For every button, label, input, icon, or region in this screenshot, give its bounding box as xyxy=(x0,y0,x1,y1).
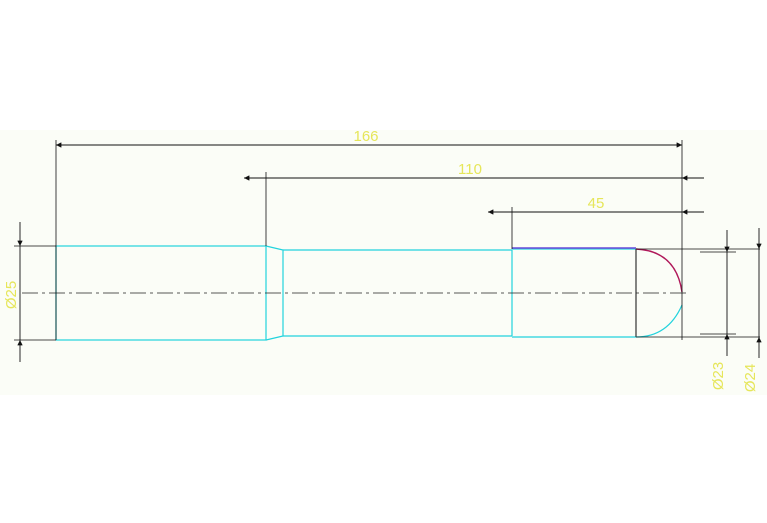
dim-text-right-diameter-b: Ø24 xyxy=(742,364,759,392)
dim-text-left-diameter: Ø25 xyxy=(3,281,20,309)
lower-fillet-arc xyxy=(635,304,683,338)
dim-text-right-diameter-a: Ø23 xyxy=(710,362,727,390)
dim-text-overall: 166 xyxy=(353,128,378,145)
dim-text-mid: 110 xyxy=(458,161,482,178)
dim-text-end: 45 xyxy=(588,195,605,212)
drawing-canvas xyxy=(0,130,767,395)
extension-lines xyxy=(14,140,760,341)
chamfer-transition xyxy=(265,245,284,341)
upper-fillet-arc xyxy=(635,248,683,293)
